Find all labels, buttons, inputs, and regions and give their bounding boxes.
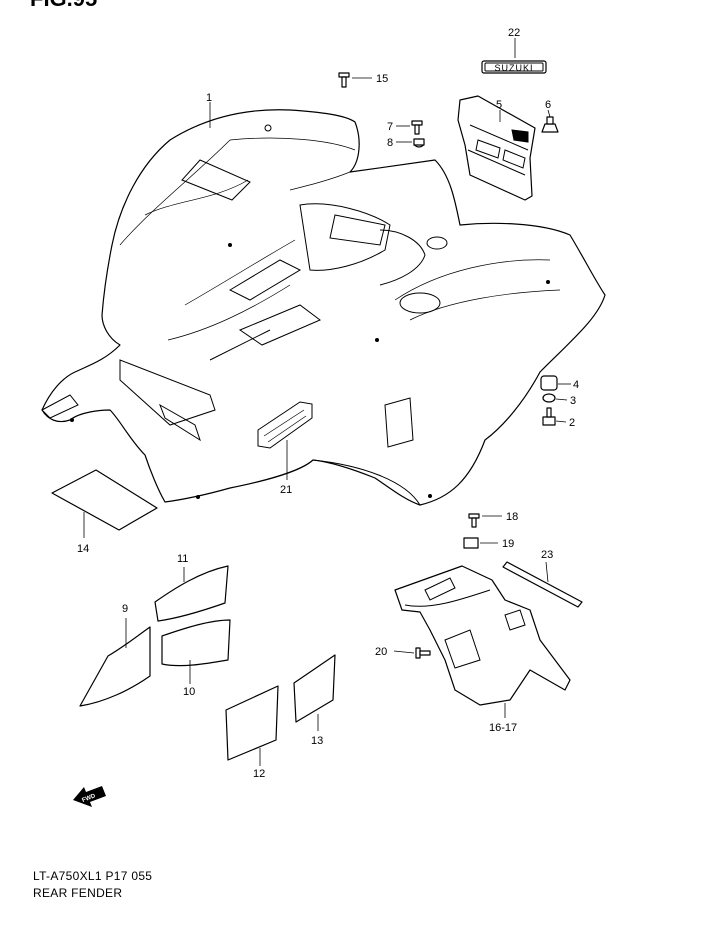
figure-name: REAR FENDER bbox=[33, 886, 123, 900]
callout-labels: 1 2 3 4 5 6 7 8 9 10 11 12 13 14 15 16-1… bbox=[77, 27, 579, 780]
bolt-part-2 bbox=[542, 407, 556, 426]
callout-1: 1 bbox=[206, 92, 212, 104]
callout-23: 23 bbox=[541, 549, 553, 561]
decal-part-9 bbox=[79, 626, 151, 707]
grommet-part-8 bbox=[413, 138, 425, 148]
model-code: LT-A750XL1 P17 055 bbox=[33, 869, 153, 883]
decal-part-11 bbox=[154, 565, 229, 622]
callout-3: 3 bbox=[570, 395, 576, 407]
cushion-part-4 bbox=[540, 375, 558, 391]
decal-part-14 bbox=[51, 469, 158, 531]
screw-part-18 bbox=[468, 513, 480, 528]
figure-title: FIG.95 bbox=[30, 0, 97, 12]
callout-20: 20 bbox=[375, 646, 387, 658]
callout-11: 11 bbox=[177, 553, 188, 565]
callout-19: 19 bbox=[502, 538, 514, 550]
mudguard-part-16-17 bbox=[394, 565, 571, 706]
decal-part-13 bbox=[293, 654, 336, 723]
washer-part-3 bbox=[542, 393, 556, 403]
emblem-text: SUZUKI bbox=[494, 63, 533, 73]
fwd-text: FWD bbox=[81, 793, 97, 804]
leader-lines bbox=[83, 38, 571, 766]
nut-part-6 bbox=[541, 116, 559, 133]
bracket-part-5 bbox=[457, 95, 536, 201]
callout-22: 22 bbox=[508, 27, 520, 39]
callout-21: 21 bbox=[280, 484, 292, 496]
callout-12: 12 bbox=[253, 768, 265, 780]
callout-18: 18 bbox=[506, 511, 518, 523]
decal-part-12 bbox=[225, 685, 279, 761]
decal-part-10 bbox=[161, 619, 231, 667]
callout-10: 10 bbox=[183, 686, 195, 698]
screw-part-20 bbox=[415, 647, 431, 659]
callout-4: 4 bbox=[573, 379, 579, 391]
screw-part-15 bbox=[338, 72, 350, 88]
callout-16-17: 16-17 bbox=[489, 722, 517, 734]
callout-8: 8 bbox=[387, 137, 393, 149]
forward-arrow-icon: FWD bbox=[73, 786, 106, 807]
callout-14: 14 bbox=[77, 543, 89, 555]
callout-9: 9 bbox=[122, 603, 128, 615]
callout-2: 2 bbox=[569, 417, 575, 429]
rear-fender-body bbox=[41, 109, 606, 506]
nut-part-19 bbox=[463, 537, 479, 549]
suzuki-emblem-part-22: SUZUKI bbox=[481, 60, 547, 74]
callout-6: 6 bbox=[545, 99, 551, 111]
callout-15: 15 bbox=[376, 73, 388, 85]
callout-7: 7 bbox=[387, 121, 393, 133]
strip-part-23 bbox=[502, 561, 583, 608]
bolt-part-7 bbox=[411, 120, 423, 135]
callout-5: 5 bbox=[496, 99, 502, 111]
callout-13: 13 bbox=[311, 735, 323, 747]
